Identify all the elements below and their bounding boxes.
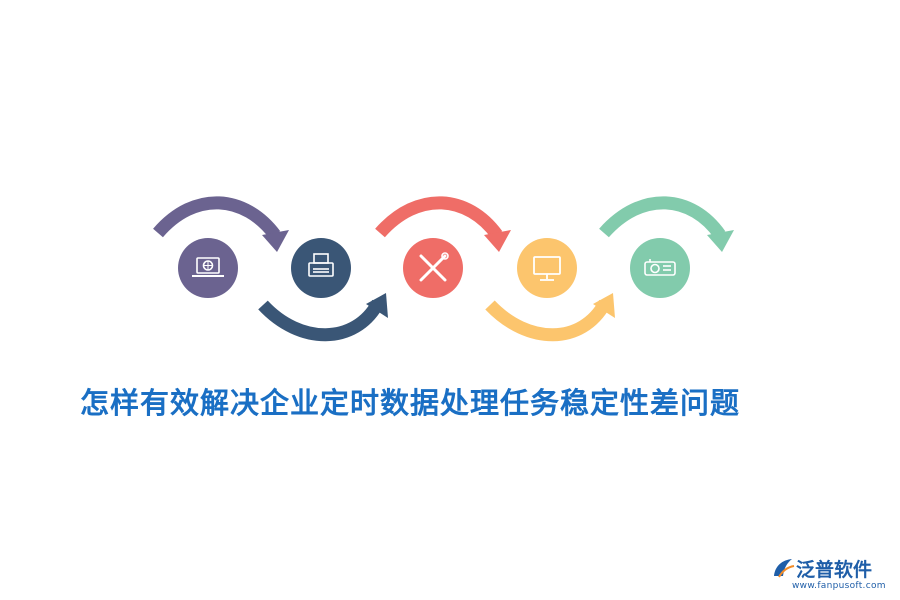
arrow-5	[599, 196, 726, 239]
page-title: 怎样有效解决企业定时数据处理任务稳定性差问题	[80, 386, 741, 420]
watermark-url: www.fanpusoft.com	[792, 581, 886, 591]
step-1	[153, 196, 289, 298]
watermark-name: 泛普软件	[796, 559, 873, 581]
arrow-4-head	[593, 293, 615, 318]
arrow-1-head	[262, 230, 289, 252]
step-2-circle	[291, 238, 351, 298]
step-3	[375, 196, 511, 298]
arrow-2-head	[366, 293, 388, 318]
logo-mark-icon	[774, 559, 795, 578]
arrow-1	[153, 196, 281, 240]
watermark-logo: 泛普软件 www.fanpusoft.com	[770, 553, 895, 597]
tools-icon	[419, 252, 449, 282]
printer-icon	[308, 253, 334, 277]
laptop-globe-icon	[192, 257, 224, 277]
arrow-5-head	[707, 230, 734, 252]
arrow-3-head	[484, 230, 511, 252]
step-5	[599, 196, 734, 298]
arrow-4	[485, 299, 611, 342]
step-4-circle	[517, 238, 577, 298]
projector-icon	[644, 259, 676, 276]
step-5-circle	[630, 238, 690, 298]
arrow-2	[258, 299, 384, 342]
monitor-icon	[533, 256, 561, 281]
step-2	[258, 238, 388, 342]
step-4	[485, 238, 615, 342]
arrow-3	[375, 196, 503, 240]
